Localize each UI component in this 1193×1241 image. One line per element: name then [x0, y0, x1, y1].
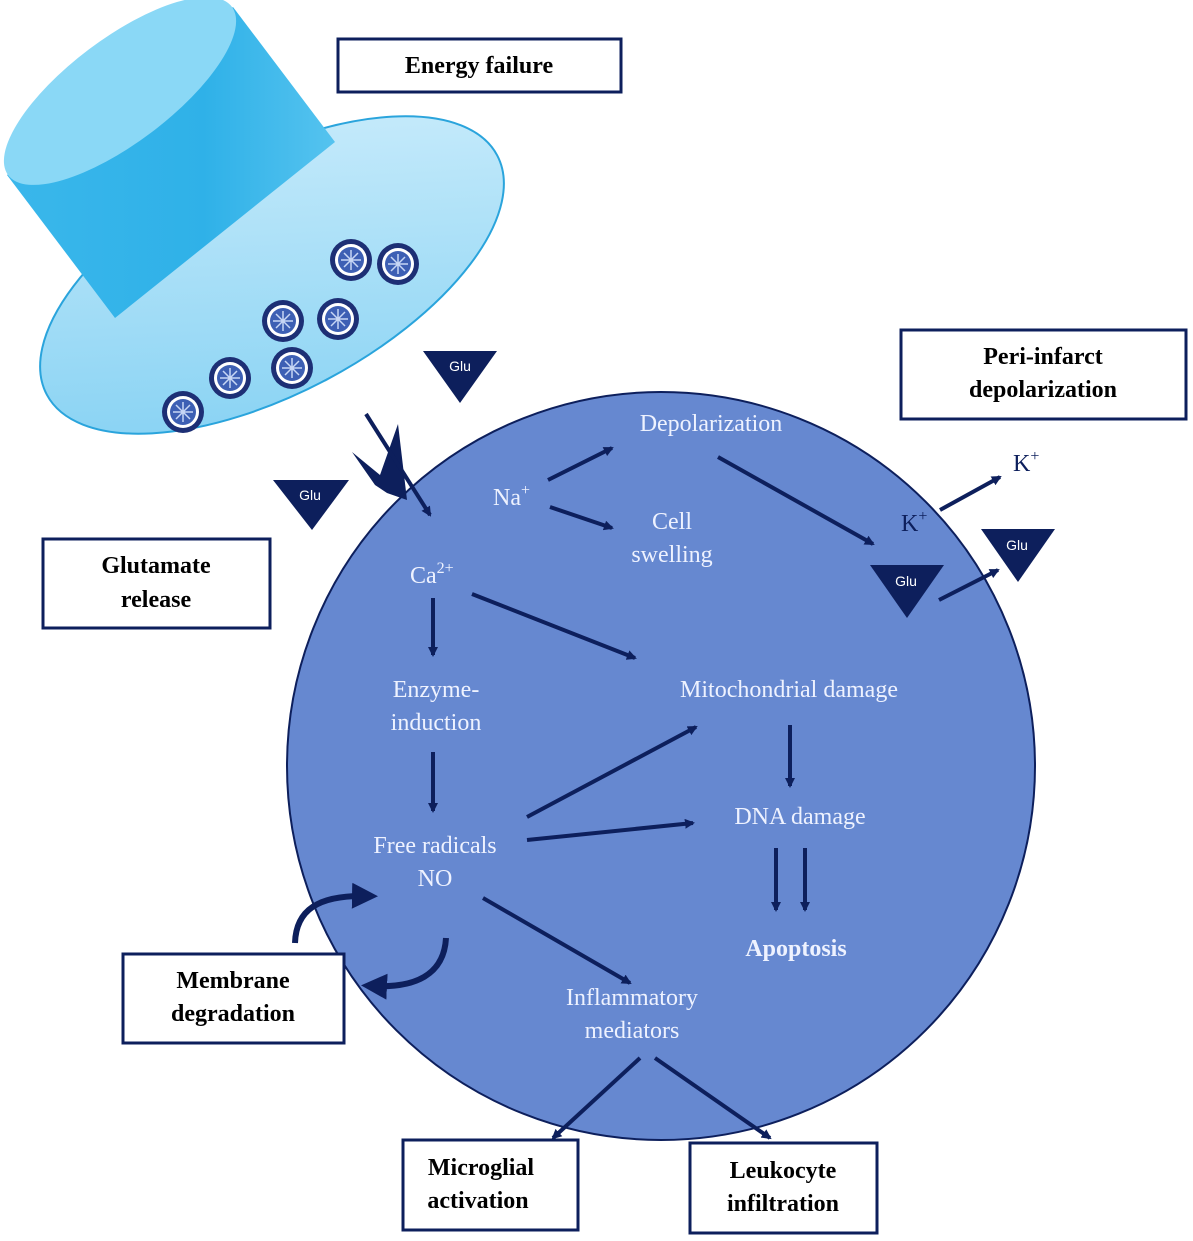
dna-damage-node: DNA damage	[734, 804, 865, 830]
free-radicals-node-2: NO	[418, 866, 453, 892]
vesicle-icon	[377, 243, 419, 285]
glu-marker-membrane: Glu	[870, 565, 944, 618]
postsynaptic-cell	[286, 391, 1036, 1141]
vesicle-icon	[262, 300, 304, 342]
depolarization-node: Depolarization	[640, 411, 783, 437]
arrow-icon	[939, 475, 1002, 512]
arrow-icon	[481, 896, 632, 985]
leukocyte-infiltration-label-2: infiltration	[727, 1191, 839, 1217]
membrane-degradation-label-1: Membrane	[176, 968, 290, 994]
microglial-activation-label-1: Microglial	[428, 1155, 535, 1181]
enzyme-induction-node-2: induction	[391, 710, 482, 736]
vesicle-icon	[330, 239, 372, 281]
energy-failure-label: Energy failure	[405, 53, 554, 79]
glu-marker-outside: Glu	[981, 529, 1055, 582]
arrow-icon	[547, 446, 614, 482]
peri-infarct-label-2: depolarization	[969, 377, 1117, 403]
glutamate-release-label-1: Glutamate	[101, 553, 211, 579]
vesicle-icon	[317, 298, 359, 340]
presynaptic-axon	[3, 0, 335, 318]
svg-text:Glu: Glu	[895, 573, 917, 589]
vesicle-icon	[209, 357, 251, 399]
membrane-degradation-label-2: degradation	[171, 1001, 295, 1027]
box-membrane-degradation	[121, 952, 346, 1045]
vesicle-icon	[162, 391, 204, 433]
arrow-icon	[471, 592, 637, 660]
calcium-node: Ca2+	[410, 560, 454, 589]
free-radicals-node-1: Free radicals	[373, 833, 496, 859]
box-glutamate-release	[41, 537, 272, 630]
sodium-node: Na+	[493, 482, 530, 511]
arrow-icon	[938, 568, 1000, 602]
arrow-icon	[551, 1056, 642, 1140]
peri-infarct-label-1: Peri-infarct	[983, 344, 1103, 370]
box-energy-failure	[336, 37, 623, 94]
arrow-icon	[653, 1056, 772, 1140]
apoptosis-node: Apoptosis	[745, 936, 846, 962]
mitochondrial-damage-node: Mitochondrial damage	[680, 677, 898, 703]
svg-text:Glu: Glu	[299, 487, 321, 503]
arrow-icon	[549, 505, 614, 531]
receptor-channel-icon	[352, 424, 407, 500]
vesicle-icon	[271, 347, 313, 389]
glu-marker-top: Glu	[423, 351, 497, 403]
box-microglial-activation	[401, 1138, 580, 1232]
arrow-icon	[526, 725, 698, 819]
feedback-arrow-to-radicals	[292, 882, 378, 944]
svg-text:Glu: Glu	[449, 358, 471, 374]
vesicle-group	[162, 239, 419, 433]
cell-swelling-node-2: swelling	[631, 542, 712, 568]
glutamate-entry-arrow	[364, 412, 432, 517]
leukocyte-infiltration-label-1: Leukocyte	[730, 1158, 837, 1184]
inflammatory-mediators-node-2: mediators	[585, 1018, 680, 1044]
potassium-outside-node: K+	[1013, 448, 1039, 477]
microglial-activation-label-2: activation	[427, 1188, 528, 1214]
glu-marker-left: Glu	[273, 480, 349, 530]
arrow-icon	[526, 818, 695, 842]
box-leukocyte-infiltration	[688, 1141, 879, 1235]
glutamate-release-label-2: release	[121, 587, 192, 613]
svg-text:Glu: Glu	[1006, 537, 1028, 553]
pathway-arrows	[428, 446, 1002, 1140]
arrow-icon	[717, 455, 875, 546]
enzyme-induction-node-1: Enzyme-	[393, 677, 480, 703]
cell-swelling-node-1: Cell	[652, 509, 692, 535]
feedback-arrow-to-membrane	[361, 937, 449, 1000]
box-peri-infarct	[899, 328, 1188, 421]
potassium-inside-node: K+	[901, 508, 927, 537]
inflammatory-mediators-node-1: Inflammatory	[566, 985, 698, 1011]
